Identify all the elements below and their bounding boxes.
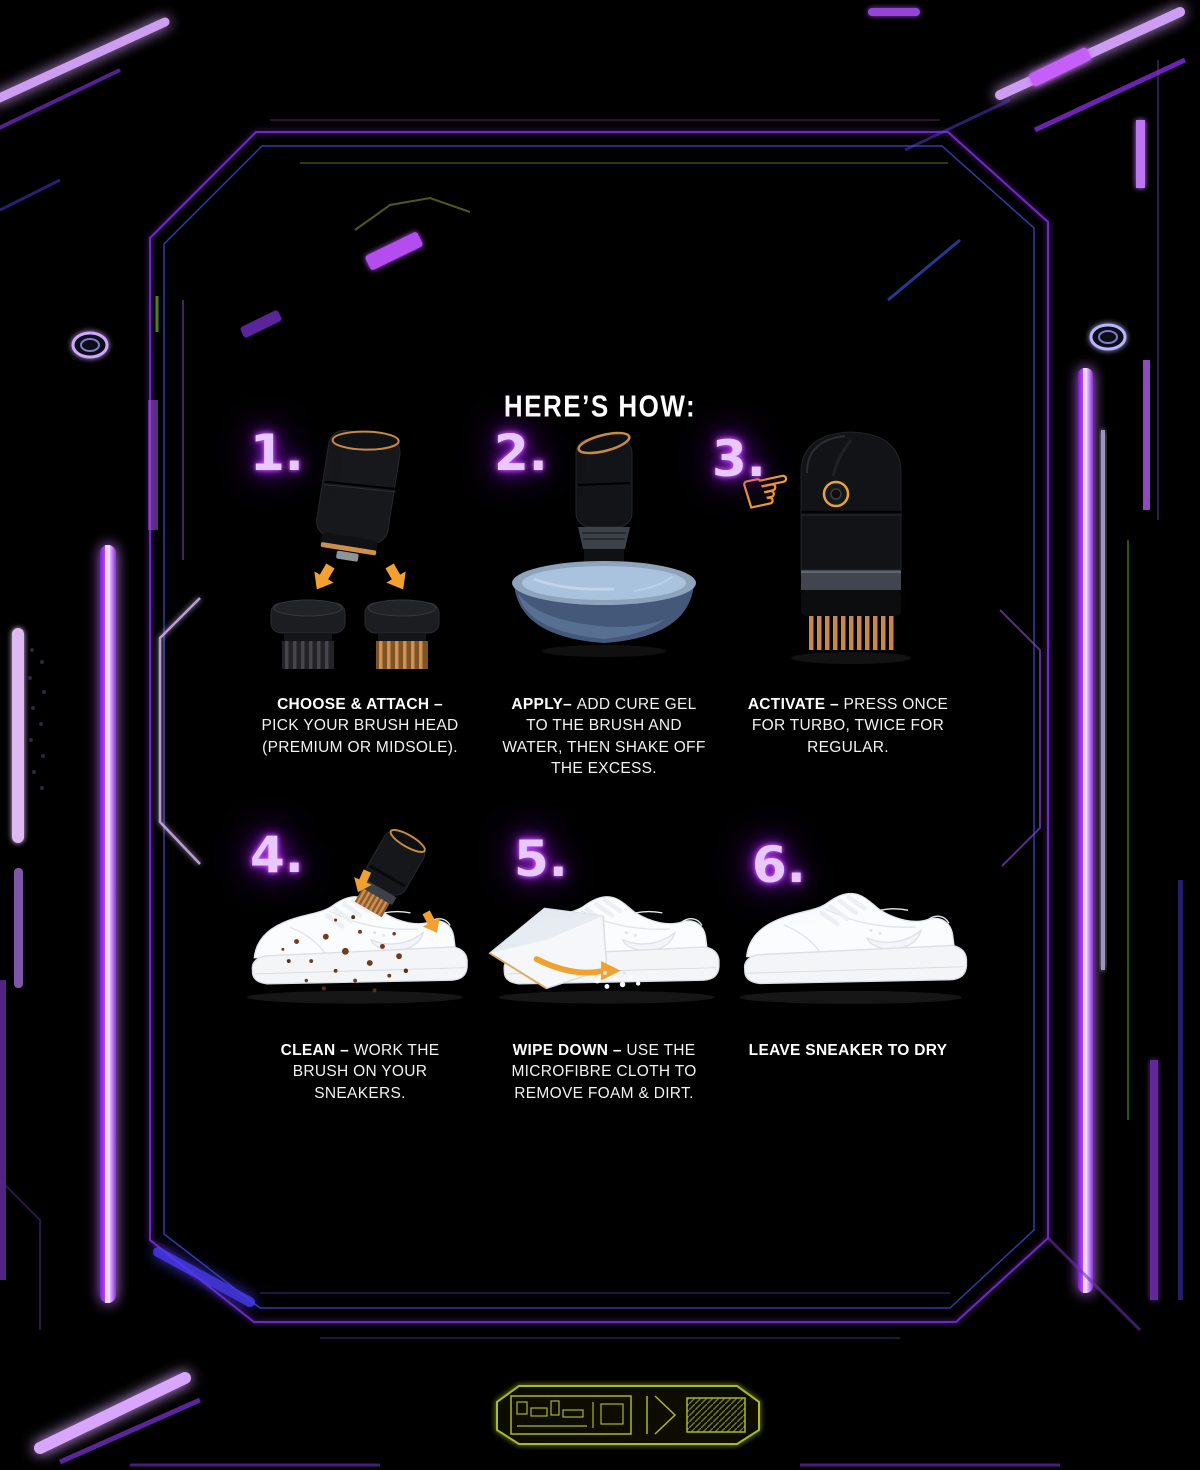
cleaner-device-upright [800,431,902,650]
frame-top-decorations [0,7,1187,338]
step-1-number: 1. [250,424,304,482]
clean-sneaker [739,894,966,1004]
frame-bolt-right [1089,323,1127,351]
step-2-number: 2. [494,424,548,482]
wipe-arrow-icon [533,956,606,976]
step-4-caption-lead: CLEAN – [280,1042,354,1059]
brushing-sneaker-illustration [238,828,482,1022]
water-bowl [512,561,696,643]
step-4-caption-rest: WORK THE BRUSH ON YOUR SNEAKERS. [292,1042,440,1102]
frame-bolt-left [71,331,109,359]
step-5-number: 5. [514,830,568,888]
step-4-number: 4. [250,826,304,884]
press-button-illustration: ☛ [733,431,911,664]
premium-brush-head [270,599,346,669]
step-6-caption: LEAVE SNEAKER TO DRY [745,1040,951,1061]
step-1-caption-rest: PICK YOUR BRUSH HEAD (PREMIUM OR MIDSOLE… [261,717,459,756]
brush-heads-illustration [270,429,440,669]
arrow-down-left-icon [307,560,341,596]
brush-bristles [807,616,895,650]
step-3: 3. [712,420,970,780]
wipe-arrowhead-icon [601,961,621,981]
frame-left-decorations [0,296,201,1303]
frame-bottom-decorations [0,1179,1142,1467]
steps-row-2: 4. [238,822,970,1104]
section-heading: HERE’S HOW: [503,388,697,424]
step-4-caption: CLEAN – WORK THE BRUSH ON YOUR SNEAKERS. [257,1040,463,1104]
step-2: 2. [482,420,726,780]
microfibre-cloth [488,907,608,990]
arrow-down-right-icon [379,560,413,596]
step-5-caption-lead: WIPE DOWN – [512,1042,627,1059]
step-6-number: 6. [752,836,806,894]
cleaner-device [316,429,401,562]
step-2-caption-lead: APPLY– [511,696,577,713]
step-2-caption-rest: ADD CURE GEL TO THE BRUSH AND WATER, THE… [502,696,706,778]
step-5-caption: WIPE DOWN – USE THE MICROFIBRE CLOTH TO … [501,1040,707,1104]
device-in-bowl-illustration [512,431,696,657]
step-6-caption-lead: LEAVE SNEAKER TO DRY [748,1042,948,1059]
step-5-caption-rest: USE THE MICROFIBRE CLOTH TO REMOVE FOAM … [511,1042,697,1102]
step-1-caption: CHOOSE & ATTACH – PICK YOUR BRUSH HEAD (… [257,694,463,758]
power-button [822,480,850,508]
frame-right-decorations [999,60,1183,1300]
step-3-caption-lead: ACTIVATE – [747,696,844,713]
step-4: 4. [238,822,482,1104]
step-2-caption: APPLY– ADD CURE GEL TO THE BRUSH AND WAT… [501,694,707,780]
midsole-brush-head [364,599,440,669]
step-1: 1. [238,420,482,780]
dirty-sneaker [247,897,467,1004]
step-5: 5. [482,822,726,1104]
frame-circuit-panel [496,1385,760,1445]
wiping-sneaker-illustration [488,822,726,1022]
foam-bubbles [594,970,641,989]
step-3-caption: ACTIVATE – PRESS ONCE FOR TURBO, TWICE F… [745,694,951,758]
step-1-caption-lead: CHOOSE & ATTACH – [277,696,443,713]
step-6: 6. LEAVE SNEAKER TO DRY [726,822,970,1104]
step-3-number: 3. [712,430,766,488]
steps-row-1: 1. [238,420,970,780]
step-3-caption-rest: PRESS ONCE FOR TURBO, TWICE FOR REGULAR. [751,696,949,756]
dirt-speckles [281,915,409,993]
